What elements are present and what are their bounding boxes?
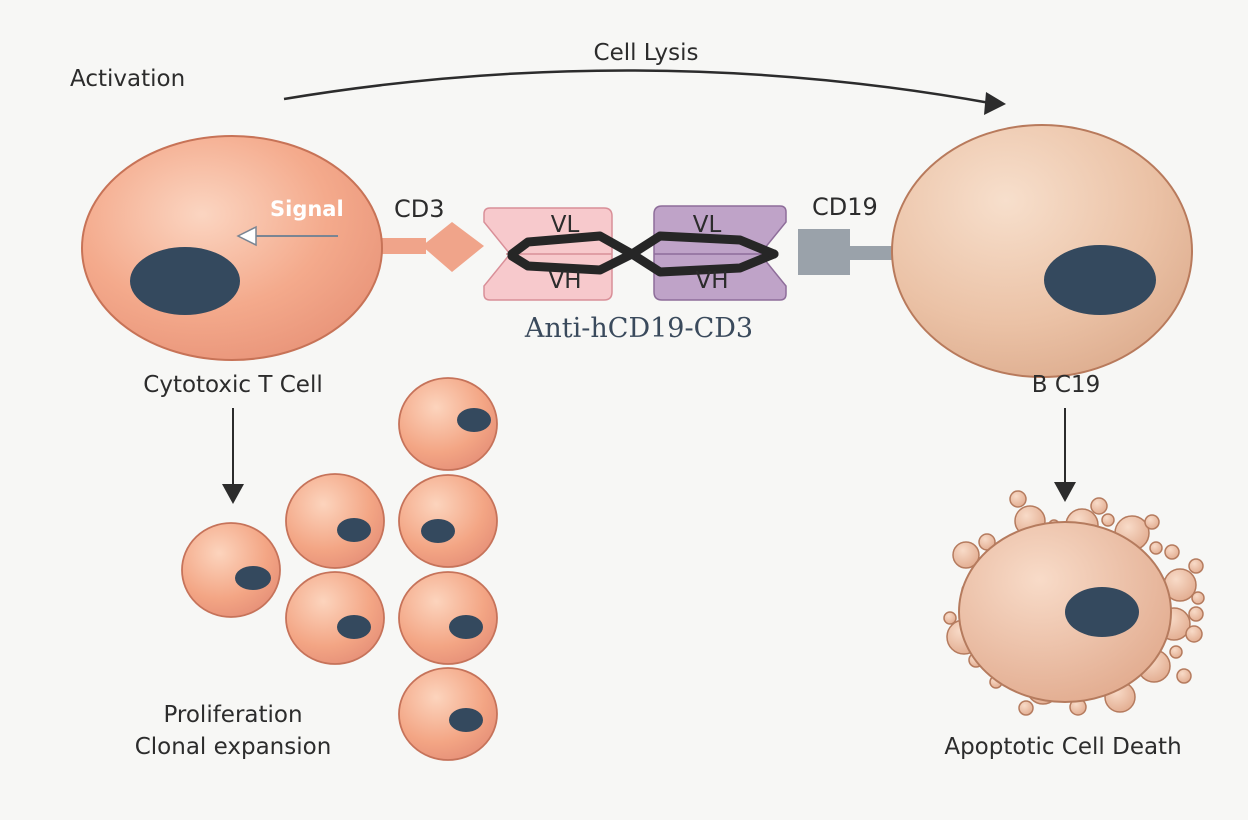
cd19-receptor: [798, 229, 850, 275]
cell-lysis-arrowhead: [984, 92, 1006, 115]
vl-right-label: VL: [692, 212, 722, 238]
cd3-stalk: [376, 238, 426, 254]
cd19-label: CD19: [812, 193, 878, 221]
antibody-label: Anti-hCD19-CD3: [524, 313, 754, 344]
cd19-stalk: [846, 246, 898, 260]
small-t-cell: [285, 473, 385, 569]
linker-right: [507, 231, 779, 275]
proliferation-label: Proliferation: [163, 702, 303, 728]
cell-lysis-label: Cell Lysis: [593, 40, 699, 66]
small-t-cell: [285, 571, 385, 665]
b-cell-label: B C19: [1031, 372, 1101, 398]
small-t-cell: [398, 667, 498, 761]
cell-lysis-arrow: [283, 69, 991, 105]
t-cell-label: Cytotoxic T Cell: [143, 372, 323, 398]
vl-left-label: VL: [550, 212, 580, 238]
proliferating-cells: [181, 377, 498, 761]
t-cell-nucleus: [130, 247, 240, 315]
small-t-cell: [398, 377, 498, 471]
small-t-cell: [398, 571, 498, 665]
vl-vh-right-domain: [653, 205, 787, 301]
cd3-label: CD3: [394, 195, 445, 223]
b-cell-down-arrowhead: [1054, 482, 1076, 502]
clonal-expansion-label: Clonal expansion: [134, 734, 332, 760]
small-t-cell: [181, 522, 281, 618]
small-t-cell: [398, 474, 498, 568]
vh-left-label: VH: [548, 268, 582, 294]
activation-label: Activation: [70, 66, 186, 92]
vh-right-label: VH: [695, 268, 729, 294]
signal-arrowhead: [236, 225, 257, 247]
b-cell-nucleus: [1044, 245, 1156, 315]
apoptotic-cell-nucleus: [1065, 587, 1139, 637]
t-cell-down-arrowhead: [222, 484, 244, 504]
b-cell: [891, 124, 1193, 378]
apoptosis-label: Apoptotic Cell Death: [944, 734, 1182, 760]
t-cell: [81, 135, 383, 361]
signal-label: Signal: [270, 197, 344, 221]
cd3-receptor: [422, 222, 484, 272]
apoptotic-cell: [943, 490, 1205, 716]
